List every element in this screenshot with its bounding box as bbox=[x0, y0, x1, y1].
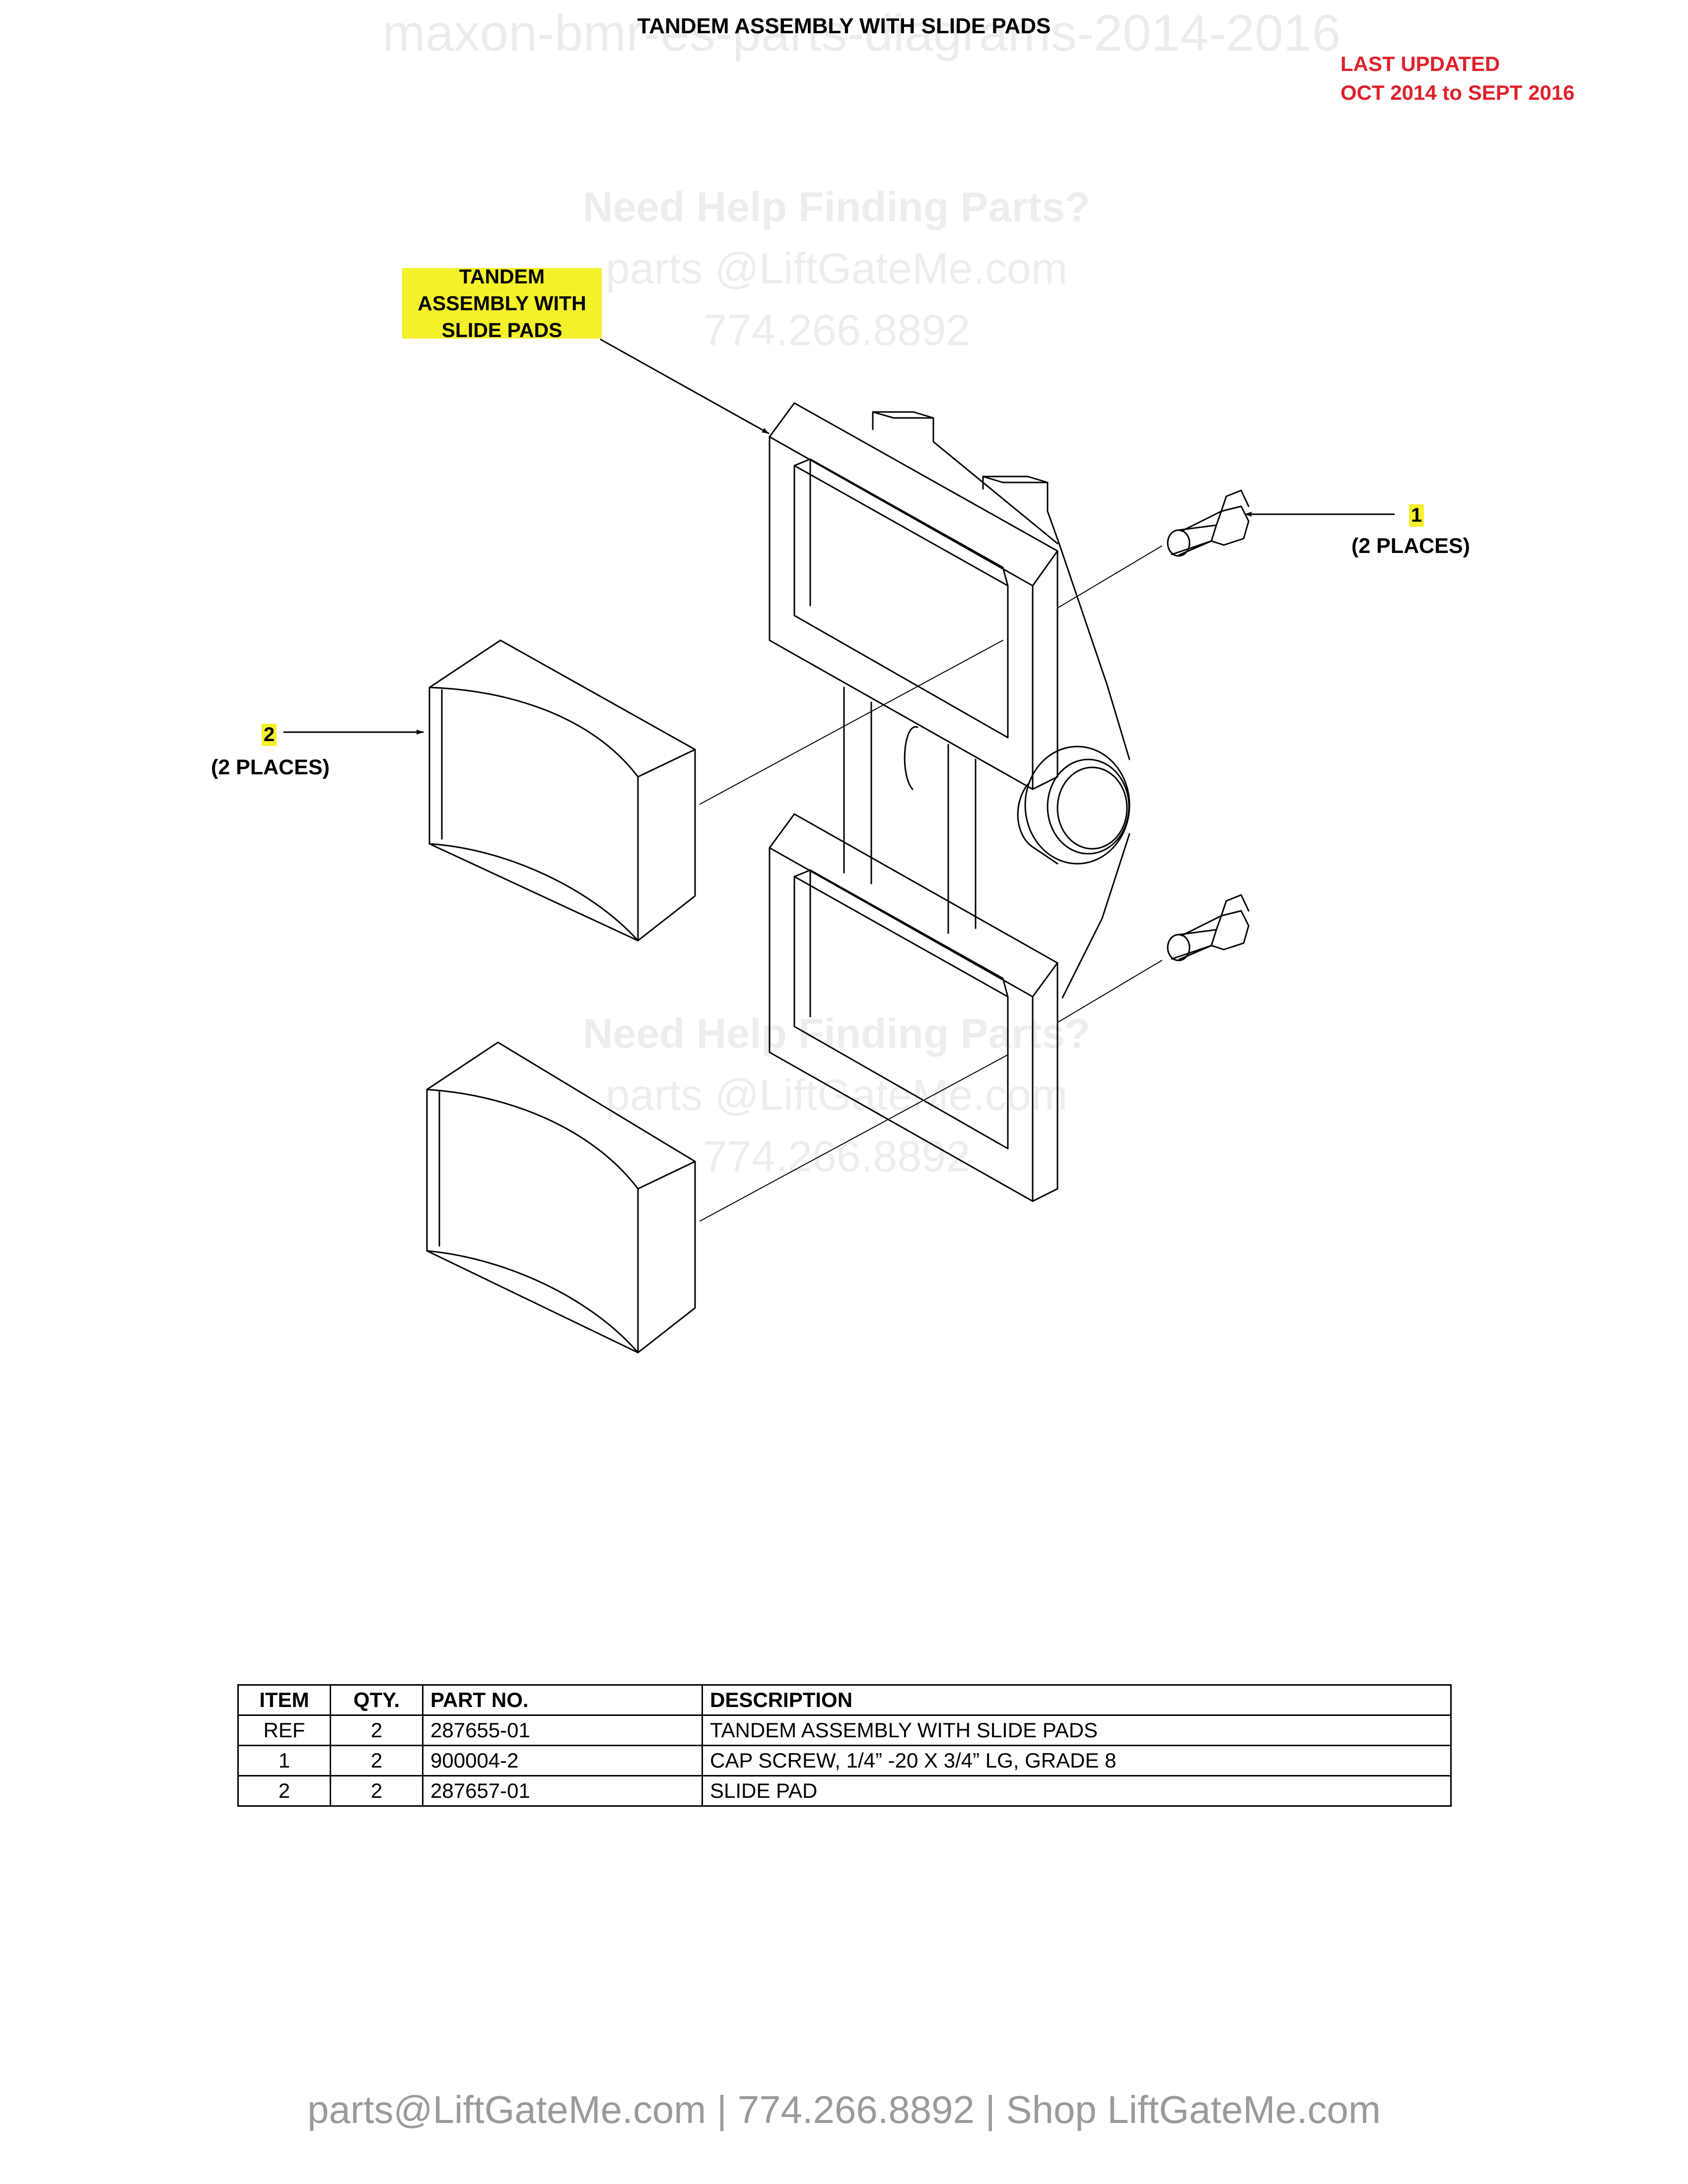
cell-qty: 2 bbox=[330, 1775, 423, 1807]
page-title: TANDEM ASSEMBLY WITH SLIDE PADS bbox=[637, 14, 1051, 38]
table-row: REF 2 287655-01 TANDEM ASSEMBLY WITH SLI… bbox=[237, 1714, 1452, 1746]
cell-part-no: 287657-01 bbox=[422, 1775, 703, 1807]
column-header-description: DESCRIPTION bbox=[702, 1684, 1452, 1716]
table-row: 1 2 900004-2 CAP SCREW, 1/4” -20 X 3/4” … bbox=[237, 1745, 1452, 1776]
cell-item: REF bbox=[237, 1714, 331, 1746]
lower-slide-pad bbox=[426, 1041, 696, 1354]
watermark-help-block: Need Help Finding Parts? parts @LiftGate… bbox=[489, 1003, 1184, 1187]
watermark-email-line: parts @LiftGateMe.com bbox=[605, 1070, 1068, 1119]
watermark-top: maxon-bmr-es-parts-diagrams-2014-2016 bbox=[382, 4, 1341, 62]
lower-frame bbox=[769, 813, 1058, 1202]
last-updated-label: LAST UPDATED bbox=[1340, 52, 1500, 75]
center-post bbox=[843, 686, 977, 934]
cell-description: SLIDE PAD bbox=[702, 1775, 1452, 1807]
table-row: 2 2 287657-01 SLIDE PAD bbox=[237, 1775, 1452, 1807]
upper-slide-pad bbox=[428, 639, 696, 942]
callout-line: ASSEMBLY WITH bbox=[418, 292, 586, 315]
pivot-bushing bbox=[1017, 746, 1130, 865]
lower-cap-screw bbox=[1167, 894, 1250, 961]
cell-item: 1 bbox=[237, 1745, 331, 1776]
footer-contact: parts@LiftGateMe.com | 774.266.8892 | Sh… bbox=[307, 2088, 1381, 2131]
side-plate bbox=[932, 441, 1130, 999]
callout-line: TANDEM bbox=[459, 265, 545, 288]
cell-part-no: 900004-2 bbox=[422, 1745, 703, 1776]
parts-table: ITEM QTY. PART NO. DESCRIPTION REF 2 287… bbox=[237, 1684, 1452, 1807]
watermark-help-block: Need Help Finding Parts? parts @LiftGate… bbox=[489, 176, 1184, 361]
last-updated-note: LAST UPDATED OCT 2014 to SEPT 2016 bbox=[1340, 50, 1575, 107]
upper-cap-screw bbox=[1167, 489, 1250, 557]
item-2-places: (2 PLACES) bbox=[211, 755, 330, 779]
item-1-places: (2 PLACES) bbox=[1351, 534, 1470, 558]
upper-frame bbox=[769, 402, 1058, 790]
last-updated-range: OCT 2014 to SEPT 2016 bbox=[1340, 81, 1575, 104]
column-header-qty: QTY. bbox=[330, 1684, 423, 1716]
cell-description: CAP SCREW, 1/4” -20 X 3/4” LG, GRADE 8 bbox=[702, 1745, 1452, 1776]
alignment-lines bbox=[700, 546, 1162, 1222]
watermark-help-line: Need Help Finding Parts? bbox=[582, 1010, 1091, 1057]
cell-item: 2 bbox=[237, 1775, 331, 1807]
cell-part-no: 287655-01 bbox=[422, 1714, 703, 1746]
table-header-row: ITEM QTY. PART NO. DESCRIPTION bbox=[237, 1684, 1452, 1716]
watermark-help-line: Need Help Finding Parts? bbox=[582, 184, 1091, 230]
cell-qty: 2 bbox=[330, 1714, 423, 1746]
item-1-number: 1 bbox=[1409, 504, 1424, 527]
column-header-item: ITEM bbox=[237, 1684, 331, 1716]
assembly-callout-label: TANDEM ASSEMBLY WITH SLIDE PADS bbox=[402, 265, 602, 341]
cell-qty: 2 bbox=[330, 1745, 423, 1776]
watermark-phone-line: 774.266.8892 bbox=[703, 305, 971, 354]
upper-tabs bbox=[872, 411, 1049, 512]
assembly-leader-line bbox=[600, 339, 770, 434]
watermark-email-line: parts @LiftGateMe.com bbox=[605, 244, 1068, 293]
item-2-number: 2 bbox=[262, 724, 277, 746]
cell-description: TANDEM ASSEMBLY WITH SLIDE PADS bbox=[702, 1714, 1452, 1746]
callout-line: SLIDE PADS bbox=[441, 319, 563, 341]
column-header-part-no: PART NO. bbox=[422, 1684, 703, 1716]
